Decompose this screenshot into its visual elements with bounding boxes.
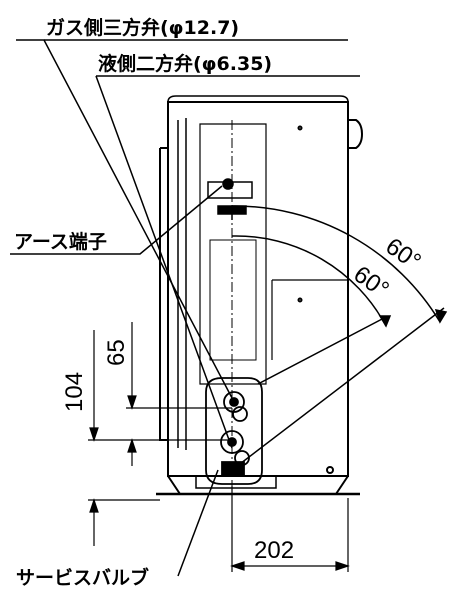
- dimension-104: [88, 330, 232, 546]
- dimension-202: [230, 486, 350, 572]
- dimension-65: [126, 322, 232, 466]
- earth-terminal-bracket: [207, 178, 253, 215]
- service-valve-label: サービスバルブ: [16, 566, 149, 589]
- angle-inner-value: 60°: [349, 261, 394, 304]
- dimension-202-value: 202: [254, 537, 294, 564]
- liquid-valve-label: 液側二方弁(φ6.35): [98, 52, 272, 75]
- gas-valve-label: ガス側三方弁(φ12.7): [46, 16, 239, 39]
- unit-body: [156, 95, 364, 496]
- angle-dimension-60-outer: [231, 205, 448, 471]
- dimension-65-value: 65: [103, 339, 130, 366]
- angle-outer-value: 60°: [381, 233, 426, 276]
- leader-lines: [10, 39, 360, 577]
- angle-dimension-60-inner: [231, 235, 392, 385]
- dimension-104-value: 104: [61, 372, 88, 412]
- earth-terminal-label: アース端子: [14, 230, 107, 253]
